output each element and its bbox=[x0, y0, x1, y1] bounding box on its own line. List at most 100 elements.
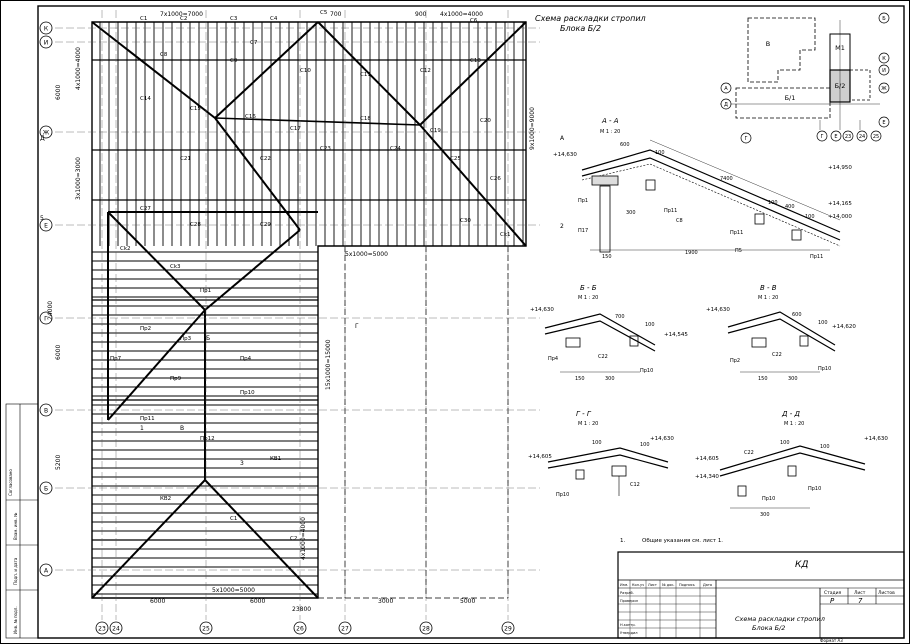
section-d-item-2: Пр10 bbox=[762, 496, 775, 502]
section-a-item-3: С8 bbox=[676, 218, 683, 224]
tb-sheet-head: Лист bbox=[854, 590, 866, 596]
key-axis-bubble bbox=[878, 64, 890, 76]
axis-label-col: 25 bbox=[202, 626, 210, 633]
rafter-tag: С27 bbox=[140, 206, 151, 212]
tb-title-1: Схема раскладки стропил bbox=[735, 615, 825, 623]
section-g-scale: М 1 : 20 bbox=[578, 421, 598, 427]
tb-col-doc: № док. bbox=[662, 583, 675, 587]
section-a-mark-1: +14,630 bbox=[553, 152, 577, 158]
section-a-scale: М 1 : 20 bbox=[600, 129, 620, 135]
section-cut-mark: 1 bbox=[140, 425, 144, 432]
section-d-title: Д - Д bbox=[781, 410, 800, 418]
ridge-line bbox=[214, 117, 421, 126]
section-v-dim-3: 150 bbox=[758, 376, 768, 382]
dim-bottom-1: 6000 bbox=[150, 598, 165, 605]
section-d-scale: М 1 : 20 bbox=[784, 421, 804, 427]
key-axis-label: Ж bbox=[881, 86, 887, 92]
tb-col-sign: Подпись bbox=[679, 583, 695, 587]
rafter-tag: С16 bbox=[245, 114, 256, 120]
section-v-scale: М 1 : 20 bbox=[758, 295, 778, 301]
section-cut-mark: Д bbox=[40, 135, 45, 142]
key-axis-bubble bbox=[870, 130, 882, 142]
axis-label-col: 24 bbox=[112, 626, 120, 633]
axis-bubble-row bbox=[39, 218, 53, 232]
section-v-dim-4: 300 bbox=[788, 376, 798, 382]
rafter-tag: С2 bbox=[180, 16, 187, 22]
rafter-tag: С15 bbox=[190, 106, 201, 112]
axis-bubble-row bbox=[39, 21, 53, 35]
section-d-mark-1: +14,630 bbox=[864, 436, 888, 442]
key-axis-bubble bbox=[842, 130, 854, 142]
rafter-tag: Пр9 bbox=[170, 376, 182, 382]
axis-bubble-row bbox=[39, 481, 53, 495]
section-d-dim-3: 300 bbox=[760, 512, 770, 518]
rafter-tag: Пр1 bbox=[200, 288, 211, 294]
rafter-tag: С30 bbox=[460, 218, 471, 224]
rafter-tag: КВ2 bbox=[160, 496, 171, 502]
section-a-mark-3: +14,165 bbox=[828, 201, 852, 207]
inner-frame bbox=[37, 5, 905, 639]
key-axis-bubble bbox=[878, 82, 890, 94]
key-axis-label: Е bbox=[882, 120, 885, 126]
tb-stage-head: Стадия bbox=[824, 590, 842, 596]
axis-label-row: А bbox=[44, 568, 49, 575]
key-axis-label: Г bbox=[820, 134, 823, 140]
stamp-vzam: Взам. инв. № bbox=[13, 513, 18, 540]
rafter-tag: С17 bbox=[290, 126, 301, 132]
rafter-tag: С28 bbox=[190, 222, 201, 228]
rafter-tag: С24 bbox=[390, 146, 401, 152]
section-cut-mark: 5 bbox=[40, 215, 44, 222]
key-axis-bubble bbox=[720, 98, 732, 110]
section-cut-mark: В bbox=[180, 425, 184, 432]
section-d-item-3: Пр10 bbox=[808, 486, 821, 492]
dim-left-4: 4x1000=4000 bbox=[75, 47, 82, 90]
axis-label-row: Е bbox=[44, 223, 48, 230]
key-block-b1: Б/1 bbox=[785, 94, 796, 102]
key-plan-labels: В М1 Б/2 Б/1 bbox=[766, 40, 846, 102]
rafter-tag: С20 bbox=[480, 118, 491, 124]
section-v-item-1: Пр2 bbox=[730, 358, 740, 364]
tb-role-3: Н.контр. bbox=[620, 623, 636, 627]
section-b-scale: М 1 : 20 bbox=[578, 295, 598, 301]
rafter-tag: С1 bbox=[140, 16, 147, 22]
axis-label-row: К bbox=[44, 26, 49, 33]
dim-left-1: 6000 bbox=[55, 85, 62, 100]
section-a-item-5: П5 bbox=[735, 248, 742, 254]
dim-bottom-total: 23800 bbox=[292, 606, 311, 613]
rafter-tag: Пр7 bbox=[110, 356, 122, 362]
section-a-dim-8: 300 bbox=[626, 210, 636, 216]
section-v-item-3: Пр10 bbox=[818, 366, 831, 372]
dim-left-5: 3x1000=3000 bbox=[75, 157, 82, 200]
tb-col-list: Лист bbox=[648, 583, 657, 587]
section-a-dim-1: 600 bbox=[620, 142, 630, 148]
axis-label-col: 27 bbox=[341, 626, 349, 633]
tb-sheet: 7 bbox=[858, 597, 863, 605]
stamp-podp: Подп. и дата bbox=[13, 557, 18, 585]
key-axis-label: Г bbox=[744, 136, 747, 142]
section-a-a: А - А М 1 : 20 +14,630 +14,950 +14,165 +… bbox=[553, 117, 852, 260]
section-d-mark-2: +14,605 bbox=[695, 456, 719, 462]
key-axis-label: Е bbox=[834, 134, 837, 140]
section-v-mark-2: +14,620 bbox=[832, 324, 856, 330]
rafter-tag: С5 bbox=[320, 10, 328, 16]
rafter-tag: С26 bbox=[490, 176, 501, 182]
key-axis-label: Д bbox=[724, 102, 728, 108]
axis-bubble-row bbox=[39, 35, 53, 49]
section-a-item-1: Пр1 bbox=[578, 198, 588, 204]
rafter-tag: Сk2 bbox=[120, 246, 131, 252]
section-b-item-3: Пр10 bbox=[640, 368, 653, 374]
section-a-item-2: Пр11 bbox=[664, 208, 677, 214]
axis-bubble-col bbox=[293, 621, 307, 635]
axis-bubble-row bbox=[39, 403, 53, 417]
section-cut-mark: А bbox=[560, 135, 565, 142]
key-plan bbox=[720, 17, 880, 130]
rafter-tag: С11 bbox=[360, 72, 371, 78]
section-d-dim-2: 100 bbox=[820, 444, 830, 450]
section-v-title: В - В bbox=[760, 284, 777, 292]
section-b-dim-2: 100 bbox=[645, 322, 655, 328]
axis-bubble-col bbox=[199, 621, 213, 635]
section-a-mark-2: +14,950 bbox=[828, 165, 852, 171]
section-v-dim-1: 600 bbox=[792, 312, 802, 318]
key-block-v: В bbox=[766, 40, 770, 48]
